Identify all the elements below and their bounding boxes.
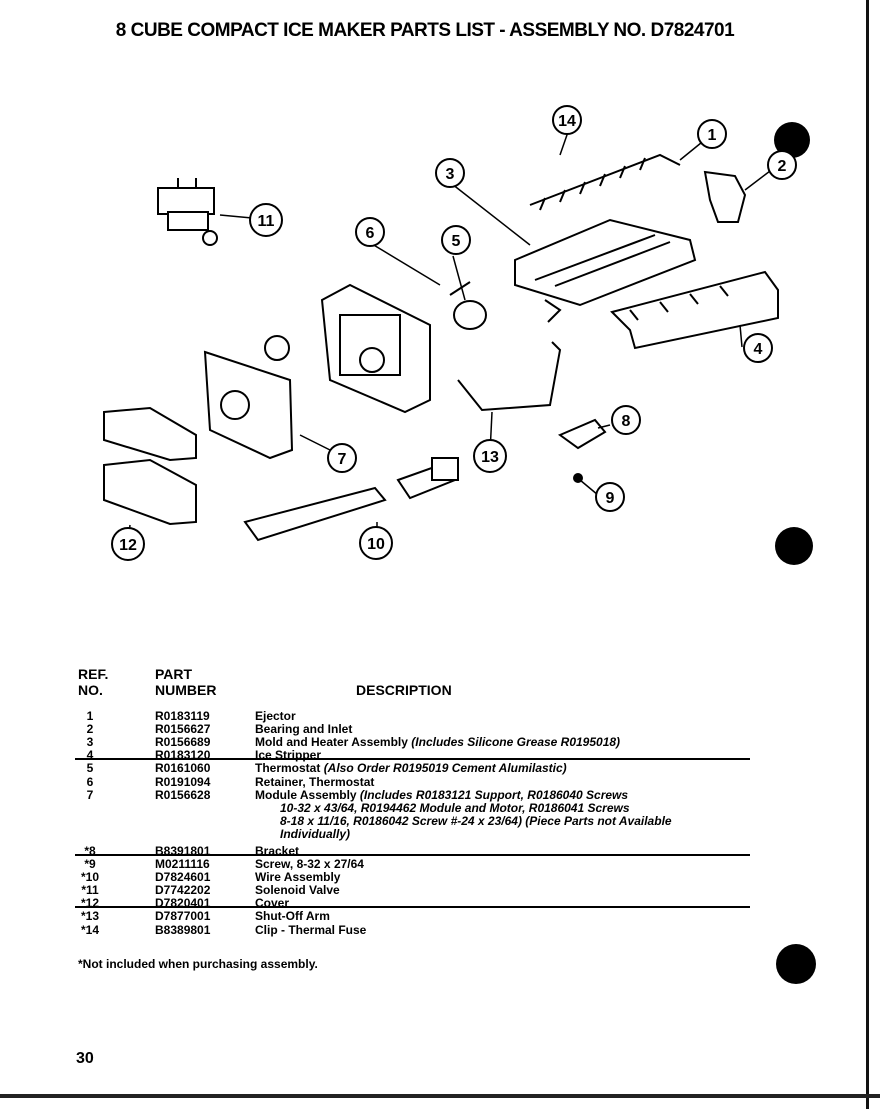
callout-5: 5: [441, 225, 471, 255]
header-part-line2: NUMBER: [155, 682, 217, 698]
shut-off-arm-drawing: [457, 341, 562, 412]
scan-border-bottom: [0, 1094, 880, 1098]
callout-9: 9: [595, 482, 625, 512]
part-number: R0156689: [155, 735, 211, 749]
svg-text:2: 2: [778, 158, 787, 175]
description: Solenoid Valve: [255, 883, 340, 897]
ref-no: *14: [80, 923, 100, 937]
svg-text:1: 1: [708, 127, 717, 144]
part-number: D7877001: [155, 909, 211, 923]
description: Clip - Thermal Fuse: [255, 923, 367, 937]
page-title: 8 CUBE COMPACT ICE MAKER PARTS LIST - AS…: [115, 20, 735, 41]
row-divider: [75, 758, 750, 760]
svg-text:3: 3: [446, 166, 455, 183]
ref-no: 7: [86, 788, 94, 802]
callout-13: 13: [473, 439, 507, 473]
callout-3: 3: [435, 158, 465, 188]
description: Module Assembly (Includes R0183121 Suppo…: [255, 788, 629, 802]
scan-border-right: [866, 0, 869, 1109]
ice-stripper-drawing: [610, 270, 779, 350]
footnote: *Not included when purchasing assembly.: [78, 957, 318, 971]
punch-hole-middle: [775, 527, 813, 565]
svg-text:4: 4: [754, 341, 763, 358]
svg-text:6: 6: [366, 225, 375, 242]
cover-drawing: [103, 406, 197, 526]
page-number: 30: [76, 1050, 94, 1067]
row7-continuation-1: 10-32 x 43/64, R0194462 Module and Motor…: [280, 801, 630, 815]
row-divider: [75, 906, 750, 908]
description: Wire Assembly: [255, 870, 341, 884]
header-part-number: PART NUMBER: [155, 666, 216, 698]
part-number: R0191094: [155, 775, 211, 789]
callout-12: 12: [111, 527, 145, 561]
callout-2: 2: [767, 150, 797, 180]
wire-assembly-drawing: [243, 457, 459, 542]
ref-no: 2: [86, 722, 94, 736]
part-number: B8389801: [155, 923, 211, 937]
header-part-line1: PART: [155, 666, 193, 682]
ref-no: 4: [86, 748, 94, 762]
ref-no: *10: [80, 870, 100, 884]
callout-1: 1: [697, 119, 727, 149]
part-number: R0156628: [155, 788, 211, 802]
part-number: R0161060: [155, 761, 211, 775]
callout-7: 7: [327, 443, 357, 473]
row7-continuation-3: Individually): [280, 827, 351, 841]
thermostat-drawing: [449, 281, 487, 330]
part-number: D7742202: [155, 883, 211, 897]
ref-no: 1: [86, 709, 94, 723]
svg-text:9: 9: [606, 490, 615, 507]
ref-no: 5: [86, 761, 94, 775]
svg-text:14: 14: [558, 113, 576, 130]
svg-text:10: 10: [367, 536, 385, 553]
svg-text:13: 13: [481, 449, 499, 466]
description: Shut-Off Arm: [255, 909, 330, 923]
description: Thermostat (Also Order R0195019 Cement A…: [255, 761, 567, 775]
ref-no: *13: [80, 909, 100, 923]
description: Retainer, Thermostat: [255, 775, 375, 789]
description: Ejector: [255, 709, 296, 723]
part-number: M0211116: [155, 857, 210, 871]
callout-6: 6: [355, 217, 385, 247]
bearing-inlet-drawing: [703, 170, 747, 223]
parts-table: REF. NO. PART NUMBER DESCRIPTION 1 R0183…: [0, 660, 880, 980]
ref-no: *9: [84, 857, 96, 871]
ref-no: 3: [86, 735, 94, 749]
description: Mold and Heater Assembly (Includes Silic…: [255, 735, 621, 749]
header-ref-line1: REF.: [78, 666, 109, 682]
ref-no: *11: [81, 883, 99, 897]
description: Bearing and Inlet: [255, 722, 353, 736]
callout-8: 8: [611, 405, 641, 435]
callout-4: 4: [743, 333, 773, 363]
svg-text:5: 5: [452, 233, 461, 250]
bracket-drawing: [557, 418, 607, 450]
description: Screw, 8-32 x 27/64: [255, 857, 364, 871]
exploded-view-diagram: 1 2 3 4 5 6 7 8 9 10 11 12 13 14: [103, 105, 797, 561]
ref-no: 6: [86, 775, 94, 789]
header-description: DESCRIPTION: [356, 682, 452, 698]
svg-text:12: 12: [119, 537, 137, 554]
callout-10: 10: [359, 526, 393, 560]
svg-text:7: 7: [338, 451, 347, 468]
svg-text:11: 11: [258, 213, 275, 230]
part-number: R0156627: [155, 722, 211, 736]
callout-11: 11: [249, 203, 283, 237]
part-number: R0183119: [155, 709, 210, 723]
punch-hole-bottom: [776, 944, 816, 984]
ref-no: *8: [84, 844, 96, 858]
ejector-drawing: [529, 153, 681, 211]
row7-continuation-2: 8-18 x 11/16, R0186042 Screw #-24 x 23/6…: [280, 814, 672, 828]
row-divider: [75, 854, 750, 856]
solenoid-valve-drawing: [157, 178, 218, 246]
module-assembly-drawing: [203, 283, 431, 460]
header-ref: REF. NO.: [78, 666, 108, 698]
mold-assembly-drawing: [514, 218, 697, 323]
header-ref-line2: NO.: [78, 682, 103, 698]
part-number: D7824601: [155, 870, 211, 884]
callout-14: 14: [552, 105, 582, 135]
svg-text:8: 8: [622, 413, 631, 430]
